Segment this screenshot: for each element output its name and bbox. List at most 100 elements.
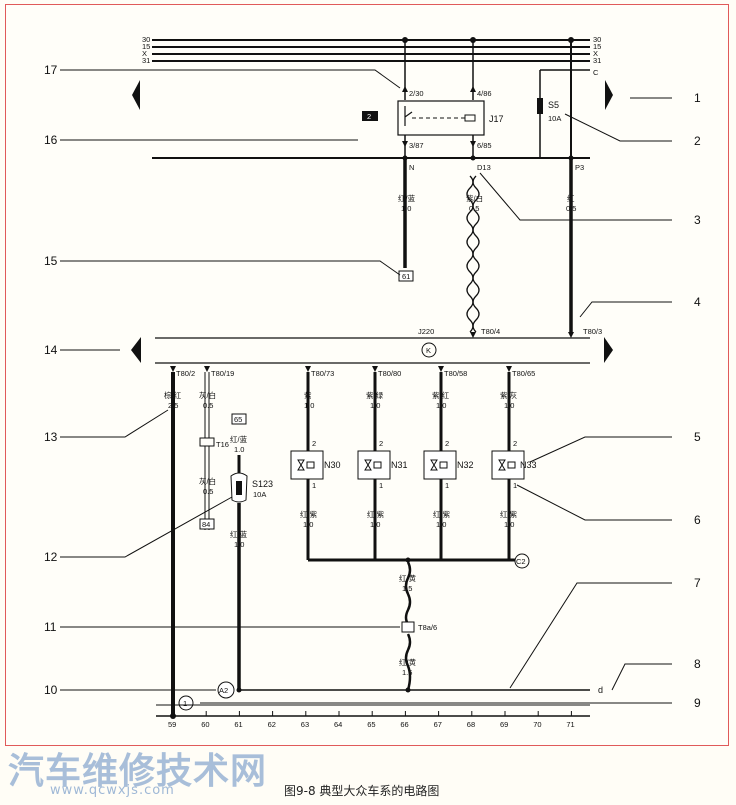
svg-text:7: 7 [694,576,701,590]
injector-label: N31 [391,460,408,470]
bus-label: 30 [593,35,601,44]
svg-text:红/紫: 红/紫 [500,509,518,519]
fuse-rating: 10A [548,114,561,123]
ground-number: 65 [367,720,375,729]
lower-pins: T80/2 T80/19 T80/73 T80/80 T80/58 T80/65 [176,369,535,378]
wire-size: 2.5 [168,401,178,410]
svg-text:1: 1 [513,481,517,490]
svg-text:1: 1 [379,481,383,490]
wire-color: 红/蓝 [398,193,416,203]
fuse-name: S123 [252,479,273,489]
relay-j17: 2/30 4/86 3/87 6/85 J17 [397,40,504,158]
bus-label: 31 [593,56,601,65]
wire-size: 1.0 [234,540,244,549]
node-1-label: 1 [183,699,187,708]
bus-label: 31 [142,56,150,65]
right-arrow-icon [605,80,613,110]
wire-size: 1.0 [401,204,411,213]
ground-number: 60 [201,720,209,729]
ecu-name: J220 [418,327,434,336]
relay-pin: 6/85 [477,141,492,150]
ecu-j220: J220 T80/4 T80/3 K [155,327,602,364]
a2-node [217,681,235,699]
lower-pin: T80/58 [444,369,467,378]
svg-text:1: 1 [694,91,701,105]
ground-number: 62 [268,720,276,729]
relay-pin: 2/30 [409,89,424,98]
ground-number: 70 [533,720,541,729]
t16-connector [199,437,215,447]
right-arrow-icon [604,337,613,363]
svg-text:6: 6 [694,513,701,527]
injector-n30: N30 [290,372,341,560]
svg-text:1: 1 [445,481,449,490]
svg-text:2: 2 [379,439,383,448]
svg-text:3: 3 [694,213,701,227]
svg-text:1.0: 1.0 [504,401,514,410]
svg-text:1.0: 1.0 [304,401,314,410]
wire-color: 红/黄 [399,657,417,667]
wire-d13-twisted [466,175,480,333]
relay-marker-label: 2 [367,112,371,121]
ground-number: 71 [566,720,574,729]
ecu-pin: T80/4 [481,327,500,336]
diagram-frame [5,4,729,746]
injector-label: N30 [324,460,341,470]
ecu-symbol: K [426,346,431,355]
rail-label: D13 [477,163,491,172]
svg-text:17: 17 [44,63,58,77]
bus-label: 30 [142,35,150,44]
wire-color: 紫/白 [466,193,483,203]
wire-size: 0.5 [203,401,213,410]
svg-text:11: 11 [44,620,57,634]
connector-65-label: 65 [234,415,242,424]
ecu-pin: T80/3 [583,327,602,336]
relay-box [397,100,485,136]
figure-caption: 图9-8 典型大众车系的电路图 [284,784,440,798]
svg-text:1: 1 [312,481,316,490]
svg-text:红/紫: 红/紫 [367,509,385,519]
ground-number: 67 [434,720,442,729]
svg-text:9: 9 [694,696,701,710]
ground-number: 63 [301,720,309,729]
wire-color: 红 [567,193,575,203]
relay-name: J17 [489,114,504,124]
injector-n32: N32 [423,372,474,560]
wire-size: 1.5 [402,584,412,593]
ground-number: 64 [334,720,342,729]
svg-text:15: 15 [44,254,58,268]
lower-pin: T80/73 [311,369,334,378]
wire-color: 灰/白 [199,390,216,400]
a2-label: A2 [219,686,228,695]
svg-text:红/紫: 红/紫 [433,509,451,519]
wire-size: 0.5 [566,204,576,213]
lower-pin: T80/80 [378,369,401,378]
rail-label: P3 [575,163,584,172]
svg-text:2: 2 [513,439,517,448]
c2-node [514,553,530,569]
injector-symbols [297,459,516,471]
connector-84-label: 84 [202,520,210,529]
svg-text:1.0: 1.0 [436,520,446,529]
wire-color: 灰/白 [199,476,216,486]
lower-pin: T80/65 [512,369,535,378]
wire-size: 0.5 [469,204,479,213]
svg-text:1.0: 1.0 [303,520,313,529]
c2-label: C2 [516,557,526,566]
wire-color: 红/蓝 [230,434,248,444]
bus-label: X [593,49,598,58]
callout-numbers: 1 2 3 4 5 6 7 8 9 10 11 12 13 14 15 16 1… [44,63,701,710]
svg-text:10: 10 [44,683,58,697]
bus-label: C [593,68,599,77]
svg-text:1.0: 1.0 [370,520,380,529]
d-label: d [598,685,603,695]
connector-label: T8a/6 [418,623,437,632]
svg-text:14: 14 [44,343,58,357]
left-arrow-icon [131,337,141,363]
svg-text:1.0: 1.0 [436,401,446,410]
left-arrow-icon [132,80,140,110]
injectors: N30 N31 N32 N33 [290,372,537,560]
svg-text:紫/绿: 紫/绿 [366,391,384,400]
fuse-name: S5 [548,100,559,110]
